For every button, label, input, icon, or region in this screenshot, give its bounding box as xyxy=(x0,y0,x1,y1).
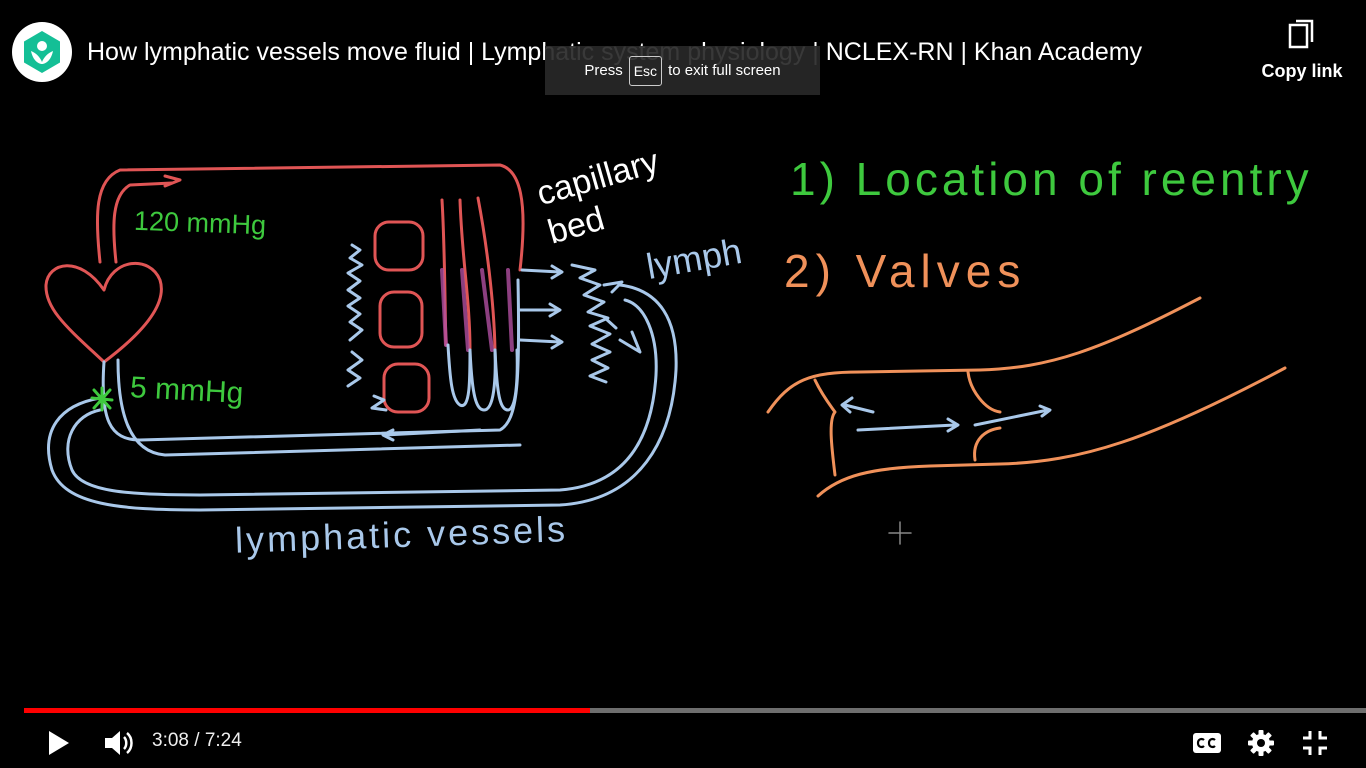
blackboard-drawing xyxy=(44,163,1287,545)
valve-diagram xyxy=(766,296,1287,498)
time-display: 3:08 / 7:24 xyxy=(152,730,242,752)
progress-bar[interactable] xyxy=(24,708,1366,713)
esc-key-badge: Esc xyxy=(628,55,663,86)
captions-icon xyxy=(1193,733,1221,753)
pressure-low-label: 5 mmHg xyxy=(129,371,245,410)
arterial-loop xyxy=(44,163,525,414)
lymph-vessels xyxy=(47,243,678,512)
point-valves: 2) Valves xyxy=(784,245,1027,297)
toast-press-text: Press xyxy=(584,62,623,79)
copy-link-label: Copy link xyxy=(1261,61,1343,81)
volume-button[interactable] xyxy=(100,725,136,761)
play-button[interactable] xyxy=(40,725,76,761)
cursor-crosshair xyxy=(888,521,912,545)
exit-fullscreen-button[interactable] xyxy=(1297,725,1333,761)
exit-fullscreen-icon xyxy=(1303,731,1327,755)
capillary-overlap xyxy=(440,268,514,352)
exit-fullscreen-toast: Press Esc to exit full screen xyxy=(545,46,820,95)
khan-academy-logo-icon xyxy=(24,31,60,73)
duration: 7:24 xyxy=(204,730,242,751)
volume-icon xyxy=(105,731,133,755)
captions-button[interactable] xyxy=(1189,725,1225,761)
settings-button[interactable] xyxy=(1243,725,1279,761)
toast-suffix-text: to exit full screen xyxy=(668,62,781,79)
copy-link-button[interactable]: Copy link xyxy=(1256,18,1348,82)
player-controls: 3:08 / 7:24 xyxy=(0,715,1366,768)
pressure-high-label: 120 mmHg xyxy=(133,205,267,241)
point-location-of-reentry: 1) Location of reentry xyxy=(790,153,1313,205)
valve-flow-arrows xyxy=(840,396,1052,433)
copy-icon xyxy=(1288,19,1314,49)
channel-avatar[interactable] xyxy=(12,22,72,82)
time-separator: / xyxy=(194,730,200,751)
pressure-point-star xyxy=(90,386,114,412)
progress-played xyxy=(24,708,590,713)
settings-icon xyxy=(1248,730,1274,756)
current-time: 3:08 xyxy=(152,730,189,751)
play-icon xyxy=(49,731,69,755)
